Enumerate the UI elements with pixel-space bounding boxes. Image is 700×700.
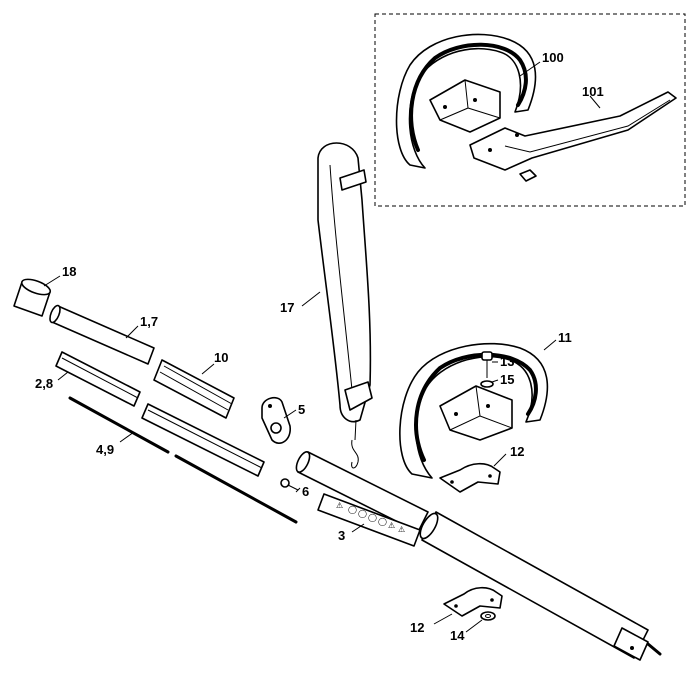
washer-part-15[interactable] <box>480 380 494 388</box>
callout-10: 10 <box>214 350 228 365</box>
drive-tube-lower[interactable] <box>417 511 662 661</box>
callout-13: 13 <box>500 354 514 369</box>
nut-part-14[interactable] <box>480 611 496 621</box>
tube-part-1-7[interactable] <box>48 304 155 365</box>
screw-part-13[interactable] <box>481 351 493 378</box>
handle-bracket-part-101[interactable] <box>469 91 677 182</box>
liner-part-2-8[interactable] <box>55 351 265 477</box>
callout-17: 17 <box>280 300 294 315</box>
end-cap-part-18[interactable] <box>13 276 52 317</box>
callout-14: 14 <box>450 628 465 643</box>
leader-101 <box>589 95 601 109</box>
leader-10 <box>201 363 215 375</box>
decal-symbol-5: ⚠ <box>388 521 395 530</box>
callout-18: 18 <box>62 264 76 279</box>
callout-101: 101 <box>582 84 604 99</box>
clamp-plate-part-12-lower[interactable] <box>443 586 503 617</box>
leader-6 <box>295 487 301 493</box>
callout-4-9: 4,9 <box>96 442 114 457</box>
decal-part-3[interactable]: ⚠ ◯ ◯ ◯ ◯ ⚠ ⚠ <box>317 493 421 547</box>
decal-symbol-0: ⚠ <box>336 501 343 510</box>
decal-symbol-2: ◯ <box>358 509 367 518</box>
decal-symbol-1: ◯ <box>348 505 357 514</box>
callout-6: 6 <box>302 484 309 499</box>
callout-3: 3 <box>338 528 345 543</box>
callout-1-7: 1,7 <box>140 314 158 329</box>
clamp-plate-part-12-upper[interactable] <box>439 462 501 493</box>
screw-part-6[interactable] <box>280 478 299 491</box>
callout-100: 100 <box>542 50 564 65</box>
callout-11: 11 <box>558 330 572 345</box>
decal-symbol-3: ◯ <box>368 513 377 522</box>
leader-11 <box>543 339 557 351</box>
leader-12b <box>433 613 453 625</box>
leader-15 <box>491 379 499 383</box>
leader-12a <box>493 453 507 467</box>
callout-5: 5 <box>298 402 305 417</box>
callout-2-8: 2,8 <box>35 376 53 391</box>
decal-symbol-4: ◯ <box>378 517 387 526</box>
shoulder-strap-part-17[interactable] <box>317 142 373 469</box>
callout-15: 15 <box>500 372 514 387</box>
inset-kit-box: 100 101 <box>374 13 686 207</box>
callout-12-upper: 12 <box>510 444 524 459</box>
leader-1-7 <box>125 325 139 339</box>
leader-2-8 <box>57 371 69 381</box>
leader-17 <box>301 291 321 307</box>
loop-handle-part-11[interactable] <box>399 342 549 479</box>
leader-5 <box>283 409 297 419</box>
drive-shaft-part-4-9[interactable] <box>68 396 298 524</box>
leader-4-9 <box>119 431 135 443</box>
leader-18 <box>43 275 61 287</box>
callout-12-lower: 12 <box>410 620 424 635</box>
leader-14 <box>465 619 483 633</box>
leader-100 <box>519 61 541 77</box>
liner-part-10[interactable] <box>153 359 235 419</box>
loop-handle-part-100[interactable] <box>395 33 537 169</box>
leader-3 <box>351 523 365 533</box>
decal-symbol-6: ⚠ <box>398 525 405 534</box>
clamp-part-5[interactable] <box>261 396 291 444</box>
